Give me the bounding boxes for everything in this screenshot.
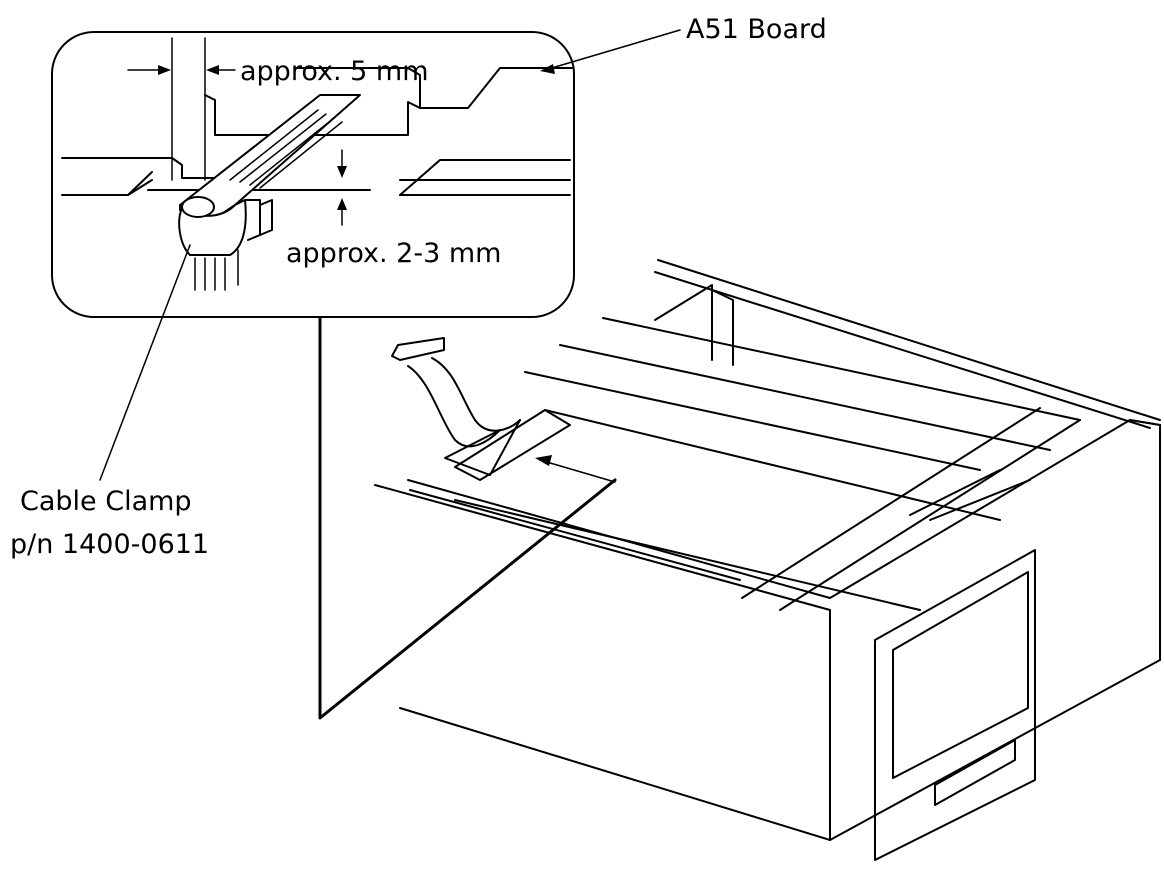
insertion-arrow: [535, 455, 616, 483]
gap-vertical-label: approx. 2-3 mm: [286, 238, 501, 269]
detail-callout-box: [51, 31, 575, 318]
board-label: A51 Board: [686, 14, 827, 45]
leader-lines: [99, 29, 681, 481]
clamp-name-label: Cable Clamp: [20, 486, 192, 517]
callout-leader: [318, 308, 617, 720]
clamp-part-label: p/n 1400-0611: [10, 529, 209, 560]
chassis: [374, 259, 1161, 861]
ribbon-cable: [391, 337, 521, 476]
gap-horizontal-label: approx. 5 mm: [240, 56, 429, 87]
